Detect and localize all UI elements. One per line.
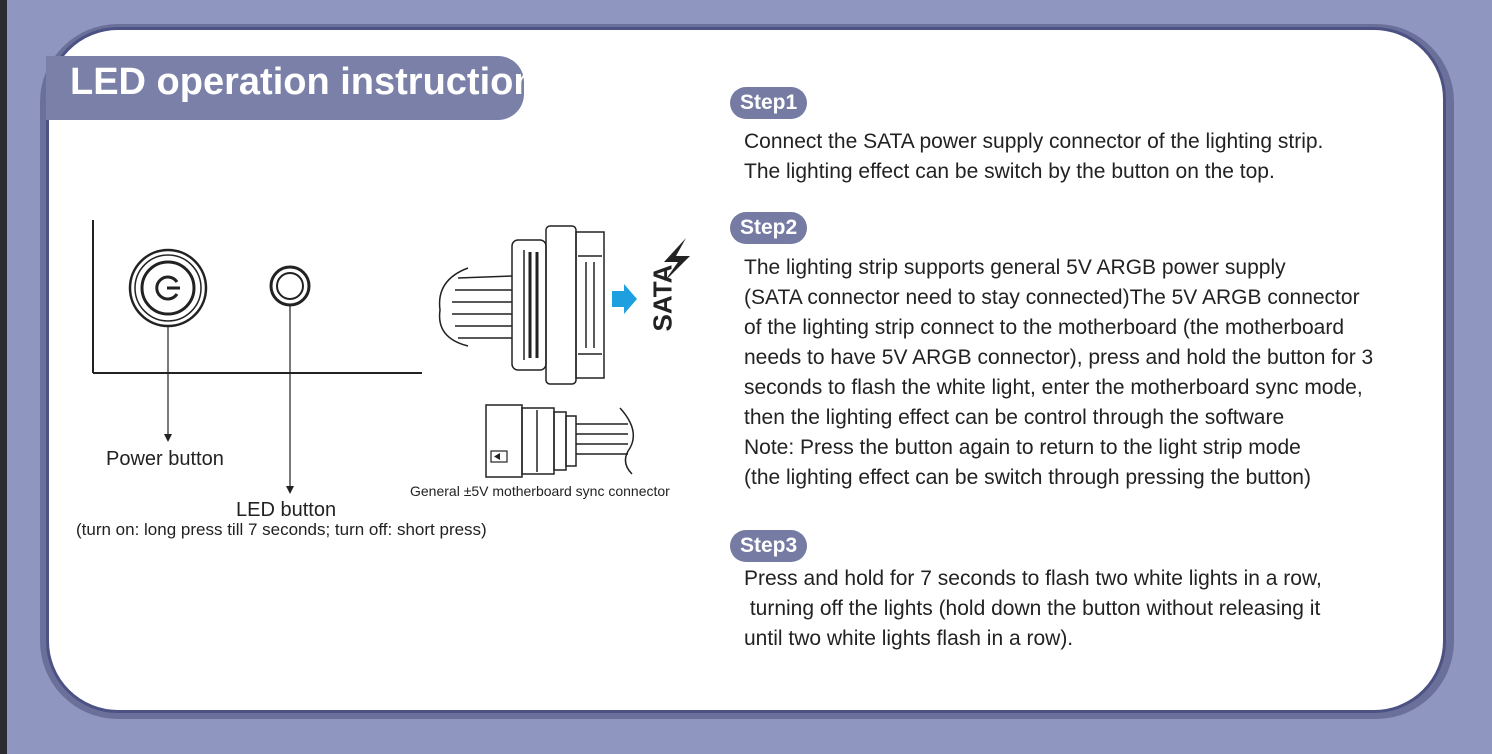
- step2-line: The lighting strip supports general 5V A…: [744, 256, 1286, 279]
- sync-connector-label: General ±5V motherboard sync connector: [410, 483, 670, 499]
- sata-label: SATA: [647, 264, 678, 332]
- step2-badge: Step2: [730, 212, 808, 244]
- arrow-left-icon: [490, 450, 508, 463]
- led-button-note: (turn on: long press till 7 seconds; tur…: [76, 520, 487, 539]
- step2-line: (the lighting effect can be switch throu…: [744, 466, 1311, 489]
- title-tab: [46, 56, 524, 120]
- power-icon: [128, 248, 208, 328]
- step2-line: Note: Press the button again to return t…: [744, 436, 1301, 459]
- sync-connector: [485, 404, 635, 478]
- led-arrowhead: [286, 486, 294, 494]
- step2-line: (SATA connector need to stay connected)T…: [744, 286, 1360, 309]
- power-button-label: Power button: [106, 448, 224, 470]
- led-button-label: LED button: [236, 499, 337, 521]
- step2-line: needs to have 5V ARGB connector), press …: [744, 346, 1374, 369]
- led-button-icon: [269, 265, 311, 307]
- sata-connector: [438, 225, 605, 385]
- step2-line: then the lighting effect can be control …: [744, 406, 1285, 429]
- step1-line: Connect the SATA power supply connector …: [744, 130, 1324, 153]
- step2-text: The lighting strip supports general 5V A…: [744, 253, 1373, 493]
- step3-badge: Step3: [730, 530, 808, 562]
- instruction-card: [46, 27, 1446, 713]
- window-edge: [0, 0, 7, 754]
- step1-badge: Step1: [730, 87, 808, 119]
- step3-line: until two white lights flash in a row).: [744, 627, 1074, 650]
- lightning-icon: [664, 238, 690, 282]
- step3-text: Press and hold for 7 seconds to flash tw…: [744, 564, 1322, 654]
- page-title: LED operation instruction: [70, 61, 537, 103]
- step3-line: turning off the lights (hold down the bu…: [744, 597, 1321, 620]
- arrow-right-icon: [612, 284, 637, 314]
- step1-text: Connect the SATA power supply connector …: [744, 127, 1323, 187]
- power-arrowhead: [164, 434, 172, 442]
- step2-line: of the lighting strip connect to the mot…: [744, 316, 1345, 339]
- step1-line: The lighting effect can be switch by the…: [744, 160, 1275, 183]
- step3-line: Press and hold for 7 seconds to flash tw…: [744, 567, 1322, 590]
- step2-line: seconds to flash the white light, enter …: [744, 376, 1363, 399]
